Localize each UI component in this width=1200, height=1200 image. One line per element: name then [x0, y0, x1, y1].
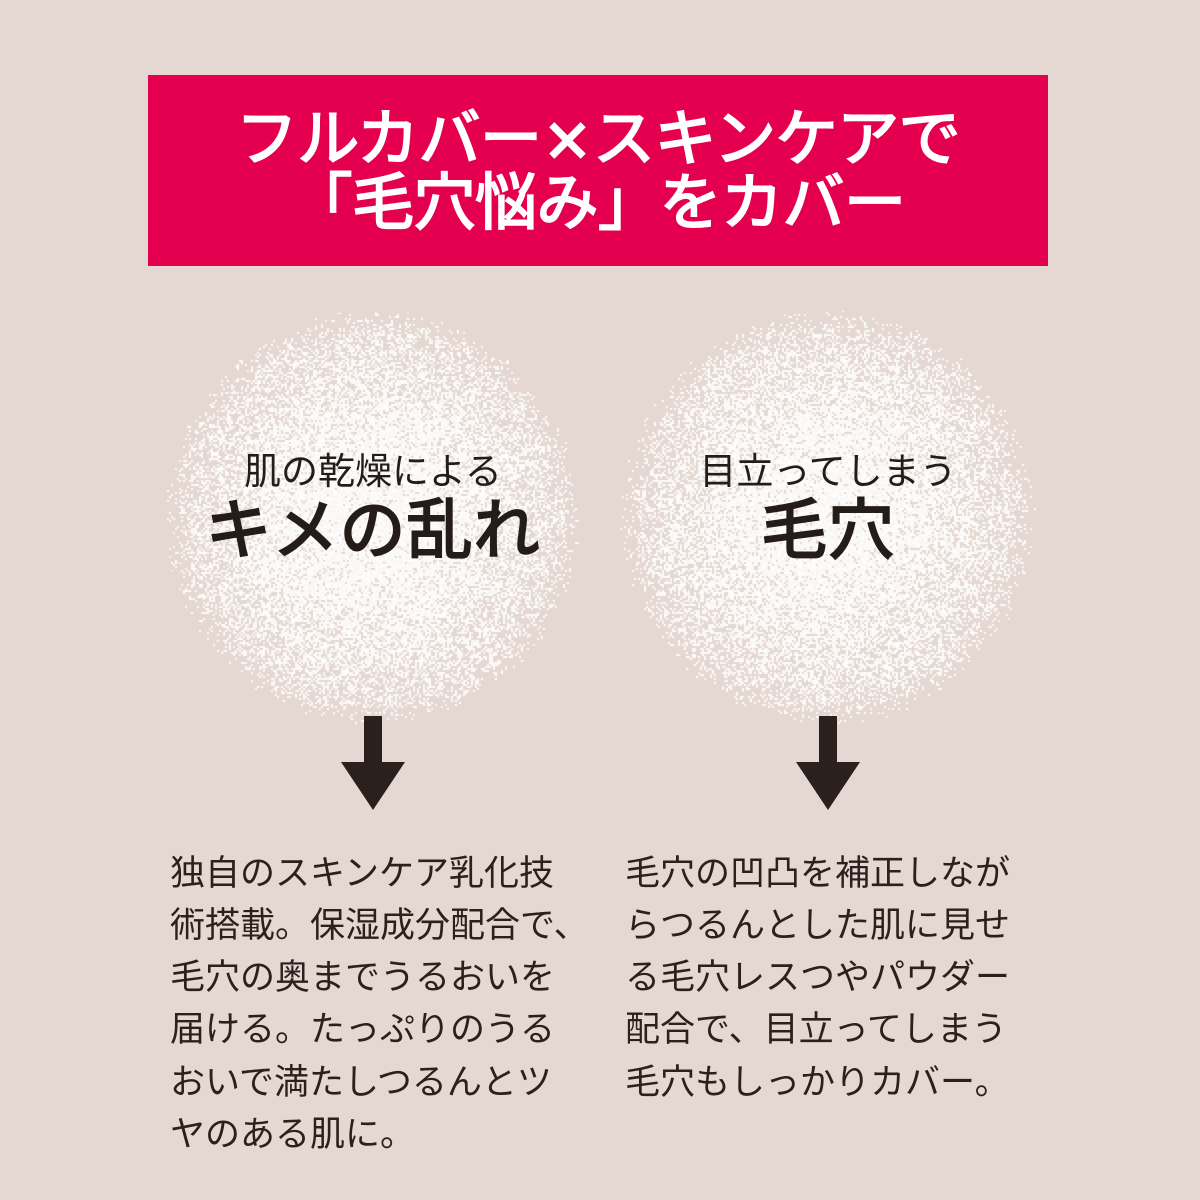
banner-headline-line-1: フルカバー×スキンケアで [235, 101, 961, 175]
down-arrow-icon-right [780, 716, 876, 812]
header-banner: フルカバー×スキンケアで 「毛穴悩み」をカバー [148, 75, 1048, 266]
down-arrow-icon-left [325, 716, 421, 812]
concern-circle-keana: 目立ってしまう 毛穴 [608, 290, 1048, 730]
banner-headline-line-2: 「毛穴悩み」をカバー [290, 165, 906, 239]
description-text-kime: 独自のスキンケア乳化技 術搭載。保湿成分配合で、 毛穴の奥までうるおいを 届ける… [170, 854, 589, 1155]
speckle-texture-right [620, 310, 1036, 726]
speckle-texture-left [165, 310, 581, 726]
description-text-keana: 毛穴の凹凸を補正しなが らつるんとした肌に見せ る毛穴レスつやパウダー 配合で、… [625, 854, 1011, 1103]
concern-circle-kime: 肌の乾燥による キメの乱れ [153, 290, 593, 730]
